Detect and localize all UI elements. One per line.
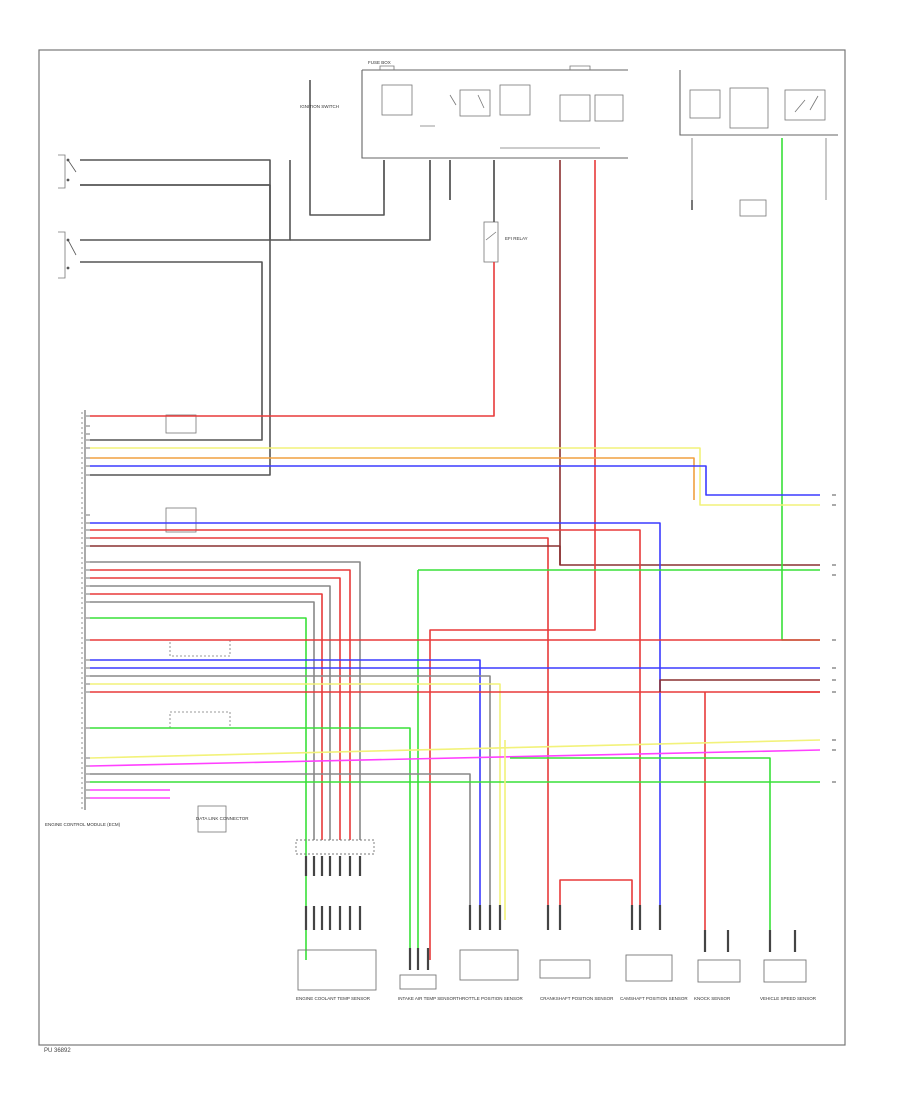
wire-ecm-gray-tps [90, 773, 471, 920]
tps-sensor-body [459, 949, 519, 981]
wire-ecm-ect-2 [90, 569, 351, 840]
wire-crank-loop [559, 879, 633, 930]
wire-ecm-yellow-tps [90, 683, 501, 920]
wire-ecm-red-cam [90, 529, 641, 930]
efi-relay-caption: EFI RELAY [505, 236, 528, 241]
ecm-connector-block [81, 410, 86, 810]
wire-ecm-ect-6 [90, 601, 315, 840]
ecm-caption: ENGINE CONTROL MODULE (ECM) [45, 822, 121, 827]
crankshaft-position-sensor-caption: CRANKSHAFT POSITION SENSOR [540, 996, 614, 1001]
wire-ecm-yellow-right [89, 739, 821, 759]
wire-switch-upper-a [80, 159, 291, 241]
wire-ecm-ect-5 [90, 593, 323, 840]
wire-ecm-ect-1 [90, 561, 361, 840]
vehicle-speed-sensor-caption: VEHICLE SPEED SENSOR [760, 996, 817, 1001]
fuse-box-pins [383, 160, 495, 200]
footer-code: PU 36892 [44, 1048, 71, 1054]
wire-switch-lower-b [80, 261, 263, 441]
cam-sensor-body [625, 954, 673, 982]
engine-coolant-temp-sensor-caption: ENGINE COOLANT TEMP SENSOR [296, 996, 371, 1001]
wire-brown-right-2 [659, 679, 820, 692]
fuse-box-caption: FUSE BOX [368, 60, 391, 65]
wire-relay-to-ecm [90, 262, 495, 417]
knock-sensor-body [697, 959, 741, 983]
wire-ecm-green-ect [90, 617, 307, 960]
left-switch-upper [58, 154, 77, 189]
wire-ecm-black-1 [80, 184, 271, 476]
wires-group [80, 80, 821, 960]
wire-ecm-ect-4 [90, 585, 331, 840]
sensors-group [295, 839, 807, 991]
diagram-frame [38, 49, 846, 1046]
knock-sensor-caption: KNOCK SENSOR [694, 996, 731, 1001]
pin-labels [86, 415, 90, 799]
crank-sensor-body [539, 959, 591, 979]
wire-ecm-green-iat [90, 727, 411, 960]
wire-ecm-ect-3 [90, 577, 341, 840]
wire-ecm-blue-tps-1 [90, 659, 481, 920]
wire-ecm-red-crank [90, 537, 549, 930]
wire-ecm-orange-1 [90, 457, 695, 500]
wire-ignition-feed [309, 80, 385, 216]
right-edge-terminals [832, 494, 836, 783]
wire-ecm-blue-1 [90, 465, 820, 496]
vss-sensor-body [763, 959, 807, 983]
ecm-inline-blocks [165, 414, 231, 833]
ect-sensor-body [297, 949, 377, 991]
wire-ecm-yellow-1 [90, 447, 820, 506]
throttle-position-sensor-caption: THROTTLE POSITION SENSOR [456, 996, 524, 1001]
top-right-relay [679, 70, 838, 217]
fuse-relay-box [361, 65, 628, 159]
camshaft-position-sensor-caption: CAMSHAFT POSITION SENSOR [620, 996, 688, 1001]
component-captions: ENGINE CONTROL MODULE (ECM) ENGINE COOLA… [45, 60, 817, 1001]
intake-air-temp-sensor-caption: INTAKE AIR TEMP SENSOR [398, 996, 457, 1001]
wire-fuse-to-relay [290, 160, 431, 241]
wire-ecm-brown [90, 545, 561, 565]
data-link-connector-caption: DATA LINK CONNECTOR [196, 816, 249, 821]
wire-ecm-tps-2 [90, 675, 491, 920]
wire-ecm-blue-cam [90, 522, 661, 930]
left-switch-lower [58, 231, 77, 279]
ect-connector-top [295, 839, 375, 855]
wire-fuse-red-sensor [429, 160, 596, 960]
wire-ecm-magenta-right [89, 749, 821, 767]
ignition-relay [483, 221, 499, 263]
ignition-switch-caption: IGNITION SWITCH [300, 104, 339, 109]
iat-sensor-body [399, 974, 437, 990]
wire-vss-green [510, 757, 771, 930]
